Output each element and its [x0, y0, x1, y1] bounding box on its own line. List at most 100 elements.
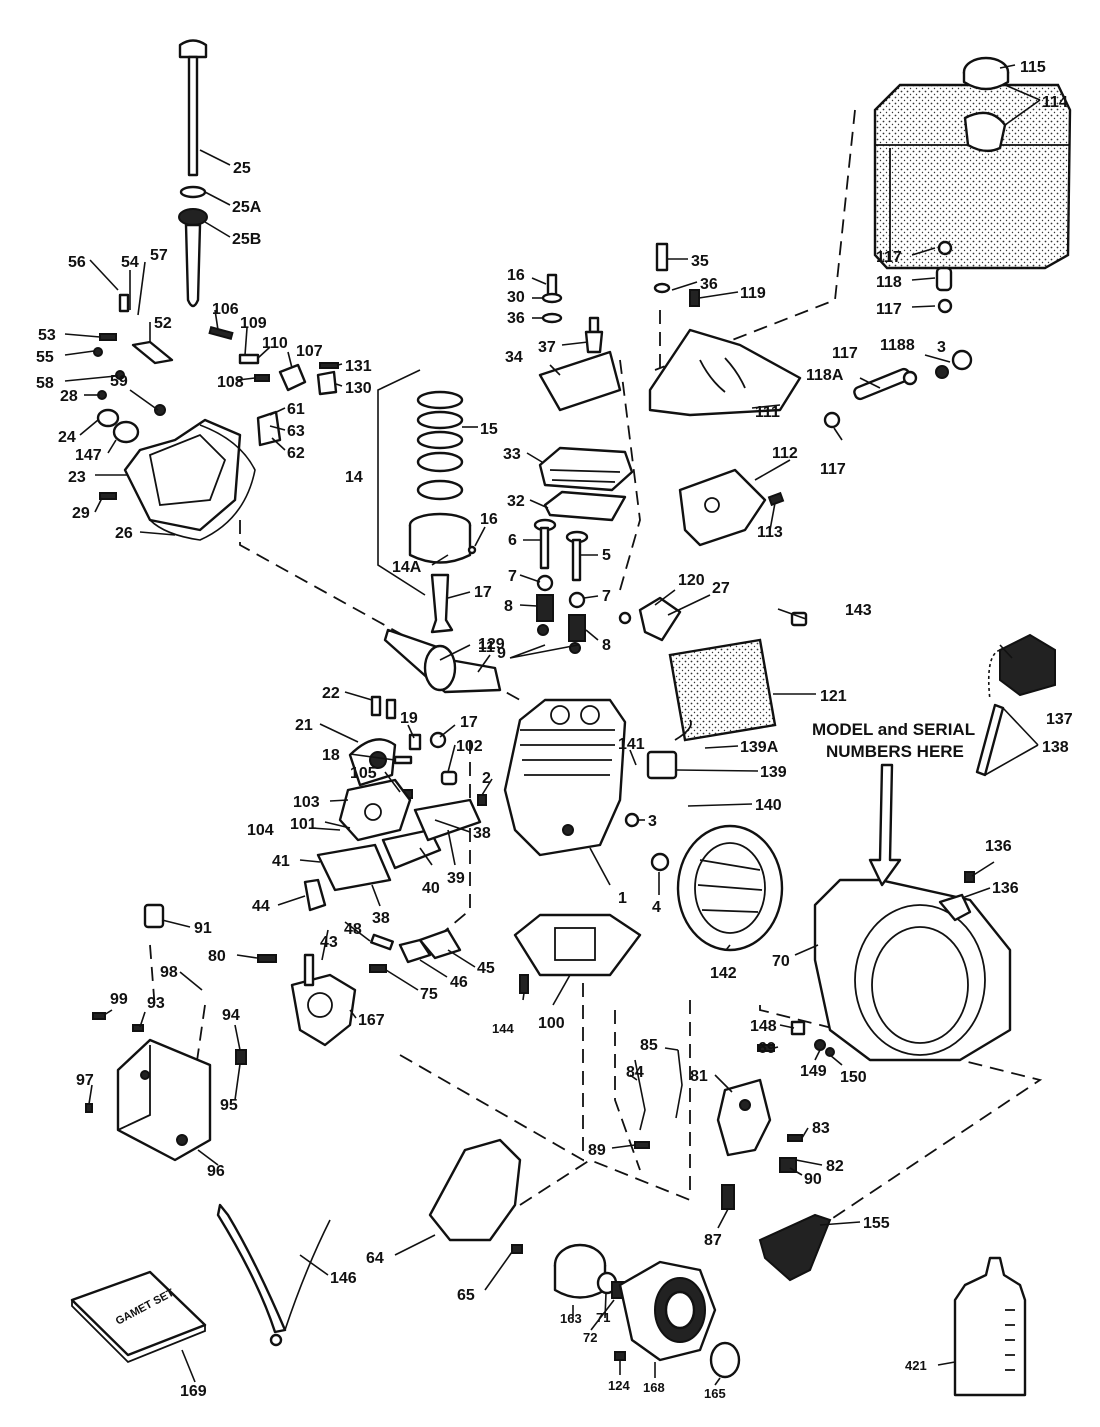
fuel-shutoff-valve — [935, 349, 973, 379]
part-label: 118A — [806, 367, 844, 384]
note-line-2: NUMBERS HERE — [826, 742, 964, 761]
part-label: 108 — [217, 374, 244, 391]
screw-80 — [257, 954, 277, 963]
part-label: 124 — [608, 1378, 630, 1393]
part-label: 21 — [295, 717, 313, 734]
part-label: 87 — [704, 1232, 722, 1249]
part-label: 62 — [287, 445, 305, 462]
part-label: 100 — [538, 1015, 565, 1032]
part-label: 8 — [602, 637, 611, 654]
part-label: 163 — [560, 1311, 582, 1326]
part-labels: 115 114 25 25A 25B 117 118 117 1188 3 11… — [36, 59, 1073, 1401]
oil-bottle — [953, 1256, 1027, 1397]
part-label: 36 — [507, 310, 525, 327]
part-label: 38 — [473, 825, 491, 842]
part-label: 110 — [262, 335, 288, 352]
fuel-line — [853, 367, 911, 401]
part-label: 58 — [36, 375, 54, 392]
part-label: 16 — [507, 267, 525, 284]
part-109-110 — [238, 353, 260, 365]
control-bracket — [716, 1078, 772, 1157]
part-label: 129 — [478, 636, 505, 653]
carburetor — [290, 953, 357, 1047]
ignition-armature — [646, 719, 692, 780]
cylinder-block — [503, 698, 627, 857]
part-label: 22 — [322, 685, 340, 702]
piston-rings — [416, 390, 464, 501]
part-label: 119 — [740, 285, 766, 302]
part-label: 7 — [602, 588, 611, 605]
part-label: 53 — [38, 327, 56, 344]
part-label: 80 — [208, 948, 226, 965]
part-label: 94 — [222, 1007, 240, 1024]
part-130 — [316, 370, 338, 396]
part-label: 14A — [392, 559, 422, 576]
part-label: 3 — [648, 813, 657, 830]
part-58 — [115, 370, 125, 380]
piston — [408, 512, 472, 564]
part-label: 165 — [704, 1386, 726, 1401]
screws-22 — [370, 695, 397, 720]
part-label: 104 — [247, 822, 274, 839]
link-84 — [634, 1059, 646, 1131]
part-label: 63 — [287, 423, 305, 440]
part-label: 136 — [992, 880, 1019, 897]
air-cleaner-knob — [143, 903, 165, 929]
rewind-starter — [618, 1260, 717, 1362]
cylinder-head — [538, 446, 634, 492]
bolt-29 — [99, 492, 117, 500]
part-label: 70 — [772, 953, 790, 970]
part-label: 43 — [320, 934, 338, 951]
part-label: 84 — [626, 1064, 644, 1081]
serial-number-note: MODEL and SERIAL NUMBERS HERE — [812, 720, 975, 761]
valve-spring-left — [536, 594, 554, 622]
part-label: 111 — [755, 404, 780, 421]
part-label: 41 — [272, 853, 290, 870]
part-label: 81 — [690, 1068, 708, 1085]
part-label: 25A — [232, 199, 262, 216]
part-label: 52 — [154, 315, 172, 332]
part-label: 97 — [76, 1072, 94, 1089]
base-plate — [513, 913, 642, 977]
screw-53 — [99, 333, 117, 341]
part-label: 83 — [812, 1120, 830, 1137]
hose-clamp-bottom — [823, 411, 841, 429]
crankcase-cover — [338, 778, 412, 842]
part-label: 25 — [233, 160, 251, 177]
part-label: 4 — [652, 899, 661, 916]
wire-terminal — [269, 1333, 283, 1347]
part-label: 14 — [345, 469, 363, 486]
tank-bracket — [648, 328, 802, 417]
part-label: 71 — [596, 1310, 610, 1325]
part-83 — [787, 1134, 803, 1142]
part-label: 37 — [538, 339, 556, 356]
part-label: 27 — [712, 580, 730, 597]
fuel-tank — [873, 83, 1072, 270]
part-label: 131 — [345, 358, 372, 375]
part-label: 141 — [618, 736, 645, 753]
part-55 — [93, 347, 103, 357]
screw-124 — [614, 1351, 626, 1361]
part-label: 69 — [758, 1040, 776, 1057]
washer-36 — [653, 282, 671, 294]
part-3-block — [624, 812, 640, 828]
hose-clamp-lower — [937, 298, 953, 314]
part-label: 61 — [287, 401, 305, 418]
part-label: 38 — [372, 910, 390, 927]
clip-136 — [938, 893, 972, 922]
part-label: 25B — [232, 231, 261, 248]
gasket-set-booklet: GAMET SET — [70, 1270, 207, 1364]
part-label: 17 — [474, 584, 492, 601]
bracket-112 — [678, 468, 767, 547]
part-label: 91 — [194, 920, 212, 937]
part-label: 3 — [937, 339, 946, 356]
part-label: 112 — [772, 445, 798, 462]
part-label: 117 — [820, 461, 846, 478]
seal-4 — [650, 852, 670, 872]
note-line-1: MODEL and SERIAL — [812, 720, 975, 739]
gasket-39 — [413, 798, 482, 842]
part-label: 139A — [740, 739, 779, 756]
part-label: 17 — [460, 714, 478, 731]
part-label: 147 — [75, 447, 102, 464]
